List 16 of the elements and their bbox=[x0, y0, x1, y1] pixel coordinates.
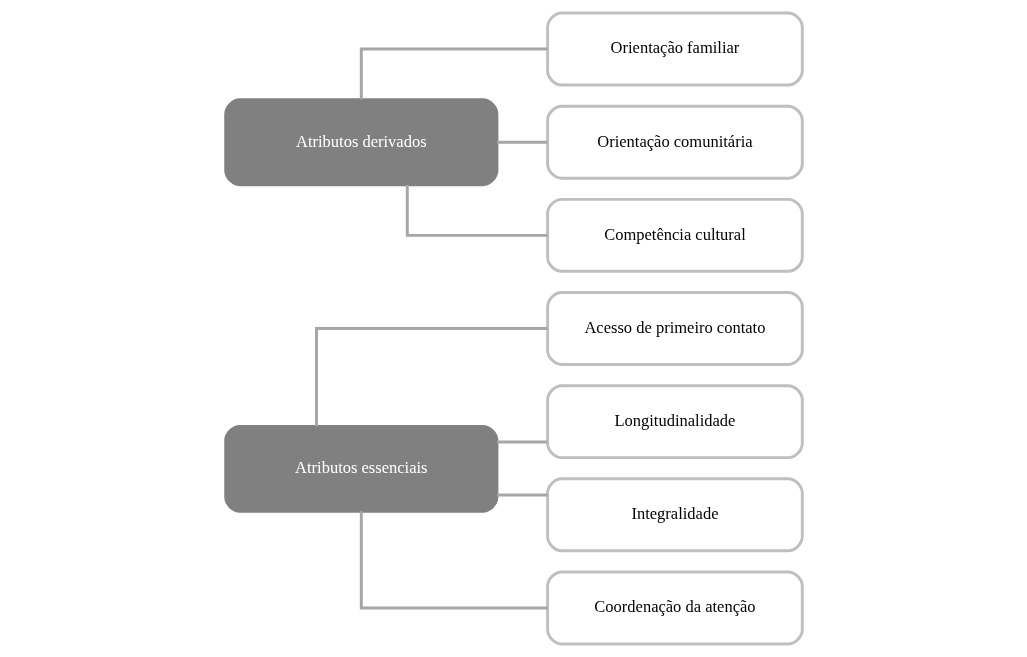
node-box: Competência cultural bbox=[545, 197, 804, 273]
connector bbox=[359, 47, 547, 100]
node-box: Integralidade bbox=[545, 477, 804, 553]
connector bbox=[405, 184, 547, 237]
node-box: Acesso de primeiro contato bbox=[545, 291, 804, 366]
node-box: Atributos essenciais bbox=[223, 424, 498, 513]
node-box: Coordenação da atenção bbox=[545, 570, 804, 646]
connector bbox=[359, 511, 547, 610]
connector bbox=[496, 493, 547, 497]
node-box: Orientação comunitária bbox=[545, 104, 804, 180]
node-box: Longitudinalidade bbox=[545, 384, 804, 460]
node-box: Atributos derivados bbox=[223, 98, 498, 187]
node-box: Orientação familiar bbox=[545, 11, 804, 87]
connector bbox=[496, 140, 547, 144]
connector bbox=[496, 440, 547, 444]
connector bbox=[314, 327, 548, 427]
